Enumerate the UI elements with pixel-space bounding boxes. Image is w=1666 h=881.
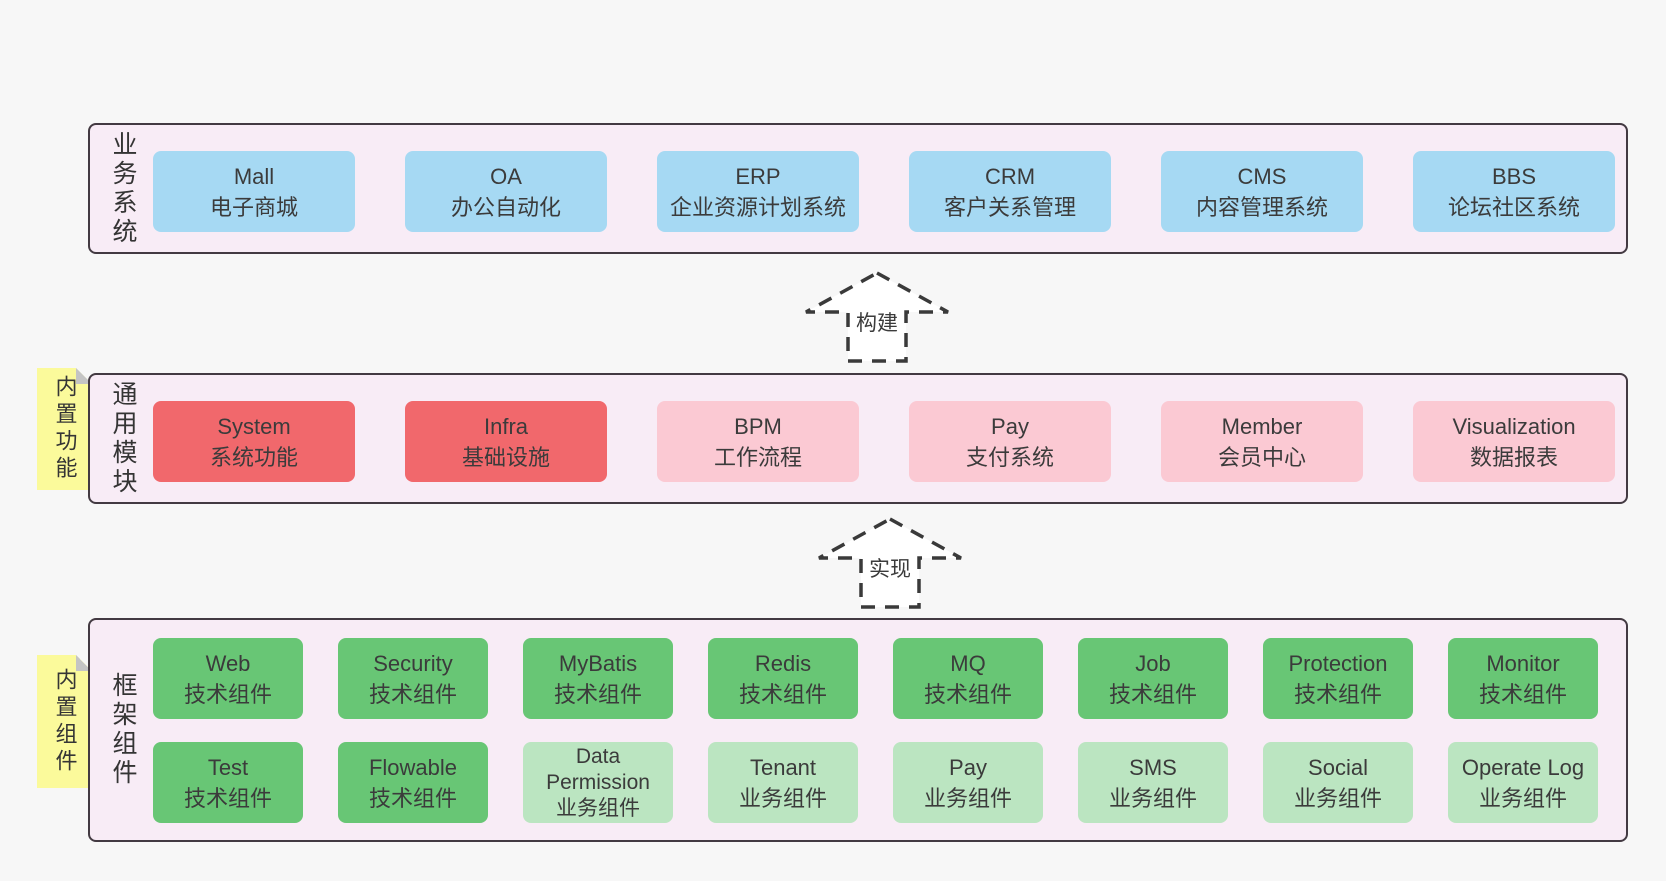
box-title: Mall (233, 163, 275, 189)
box-subtitle: 技术组件 (553, 681, 642, 707)
box-data-permission: Data Permission 业务组件 (523, 742, 673, 823)
box-title: CMS (1237, 163, 1287, 189)
box-subtitle: 技术组件 (1108, 681, 1197, 707)
box-social: Social 业务组件 (1263, 742, 1413, 823)
box-test: Test 技术组件 (153, 742, 303, 823)
box-title: Security (373, 650, 453, 676)
box-subtitle: 技术组件 (183, 785, 272, 811)
box-protection: Protection 技术组件 (1263, 638, 1413, 719)
box-subtitle: 业务组件 (1478, 785, 1567, 811)
box-title: CRM (984, 163, 1036, 189)
box-system: System 系统功能 (153, 401, 355, 482)
box-job: Job 技术组件 (1078, 638, 1228, 719)
box-flowable: Flowable 技术组件 (338, 742, 488, 823)
box-crm: CRM 客户关系管理 (909, 151, 1111, 232)
sticky-note-builtin-components: 内置组件 (37, 655, 92, 788)
box-bpm: BPM 工作流程 (657, 401, 859, 482)
box-tenant: Tenant 业务组件 (708, 742, 858, 823)
box-subtitle: 企业资源计划系统 (669, 194, 846, 220)
box-title: Monitor (1486, 650, 1560, 676)
box-title: OA (490, 163, 522, 189)
box-subtitle: 基础设施 (461, 444, 550, 470)
box-title: Operate Log (1461, 754, 1585, 780)
box-mall: Mall 电子商城 (153, 151, 355, 232)
box-erp: ERP 企业资源计划系统 (657, 151, 859, 232)
box-sms: SMS 业务组件 (1078, 742, 1228, 823)
box-title: Redis (754, 650, 812, 676)
box-subtitle: 技术组件 (368, 785, 457, 811)
box-title: BPM (734, 413, 782, 439)
box-title: SMS (1129, 754, 1177, 780)
box-subtitle: 技术组件 (738, 681, 827, 707)
box-title: MyBatis (558, 650, 638, 676)
box-subtitle: 内容管理系统 (1195, 194, 1328, 220)
box-security: Security 技术组件 (338, 638, 488, 719)
box-pay-system: Pay 支付系统 (909, 401, 1111, 482)
box-title: Pay (949, 754, 987, 780)
layer-label-business-systems: 业务系统 (109, 130, 137, 247)
box-subtitle: 电子商城 (209, 194, 298, 220)
box-title: Social (1308, 754, 1368, 780)
box-subtitle: 技术组件 (1478, 681, 1567, 707)
layer-common-modules: 通用模块 System 系统功能 Infra 基础设施 BPM 工作流程 Pay… (88, 373, 1628, 504)
sticky-note-label: 内置组件 (52, 667, 78, 776)
box-title: Web (205, 650, 251, 676)
layer-framework-components: 框架组件 Web 技术组件 Security 技术组件 MyBatis 技术组件… (88, 618, 1628, 842)
box-title: Data Permission (546, 744, 650, 794)
box-member: Member 会员中心 (1161, 401, 1363, 482)
box-title: Member (1221, 413, 1303, 439)
box-subtitle: 技术组件 (183, 681, 272, 707)
box-mq: MQ 技术组件 (893, 638, 1043, 719)
box-subtitle: 支付系统 (965, 444, 1054, 470)
box-subtitle: 业务组件 (923, 785, 1012, 811)
box-subtitle: 业务组件 (1108, 785, 1197, 811)
box-bbs: BBS 论坛社区系统 (1413, 151, 1615, 232)
box-title: Flowable (368, 754, 458, 780)
box-subtitle: 会员中心 (1217, 444, 1306, 470)
arrow-implement-label: 实现 (864, 551, 916, 585)
box-subtitle: 办公自动化 (450, 194, 561, 220)
box-title: Visualization (1452, 413, 1576, 439)
box-mybatis: MyBatis 技术组件 (523, 638, 673, 719)
sticky-note-builtin-features: 内置功能 (37, 368, 92, 490)
box-operate-log: Operate Log 业务组件 (1448, 742, 1598, 823)
box-subtitle: 技术组件 (368, 681, 457, 707)
box-title: ERP (735, 163, 781, 189)
box-subtitle: 业务组件 (1293, 785, 1382, 811)
box-monitor: Monitor 技术组件 (1448, 638, 1598, 719)
box-title: MQ (950, 650, 986, 676)
box-pay-component: Pay 业务组件 (893, 742, 1043, 823)
box-web: Web 技术组件 (153, 638, 303, 719)
box-oa: OA 办公自动化 (405, 151, 607, 232)
box-title: Test (207, 754, 249, 780)
arrow-build-label: 构建 (851, 305, 903, 339)
box-subtitle: 工作流程 (713, 444, 802, 470)
box-title: System (217, 413, 291, 439)
box-visualization: Visualization 数据报表 (1413, 401, 1615, 482)
box-subtitle: 业务组件 (556, 796, 640, 820)
box-subtitle: 系统功能 (209, 444, 298, 470)
box-cms: CMS 内容管理系统 (1161, 151, 1363, 232)
layer-label-framework-components: 框架组件 (109, 672, 137, 788)
layer-business-systems: 业务系统 Mall 电子商城 OA 办公自动化 ERP 企业资源计划系统 CRM… (88, 123, 1628, 254)
box-infra: Infra 基础设施 (405, 401, 607, 482)
box-subtitle: 业务组件 (738, 785, 827, 811)
box-title: Protection (1288, 650, 1388, 676)
box-title: Job (1135, 650, 1171, 676)
box-subtitle: 数据报表 (1469, 444, 1558, 470)
sticky-note-label: 内置功能 (52, 375, 78, 483)
box-title: Infra (483, 413, 529, 439)
box-title: Tenant (749, 754, 817, 780)
box-subtitle: 技术组件 (923, 681, 1012, 707)
box-redis: Redis 技术组件 (708, 638, 858, 719)
box-title: Pay (991, 413, 1029, 439)
box-subtitle: 论坛社区系统 (1447, 194, 1580, 220)
box-subtitle: 客户关系管理 (943, 194, 1076, 220)
layer-label-common-modules: 通用模块 (109, 380, 137, 497)
box-title: BBS (1491, 163, 1537, 189)
box-subtitle: 技术组件 (1293, 681, 1382, 707)
